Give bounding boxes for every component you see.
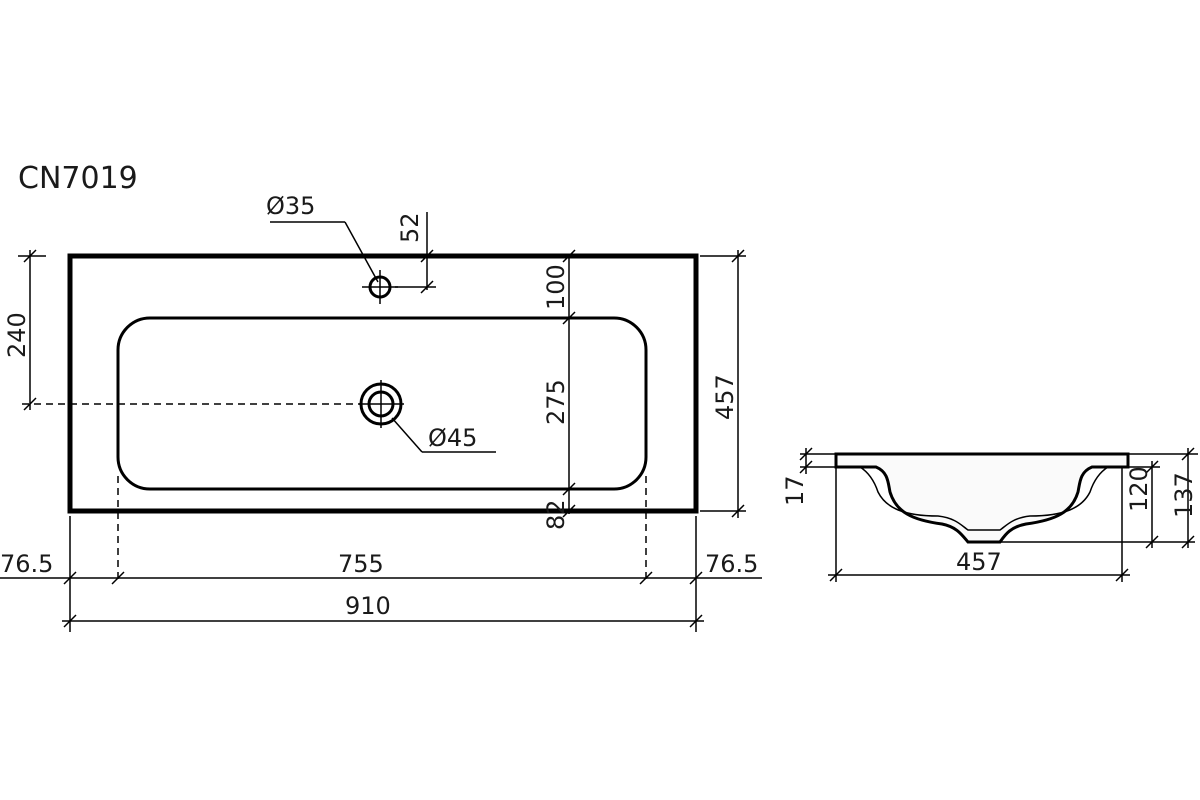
tap-hole-symbol <box>362 270 398 304</box>
dim-total-depth: 457 <box>711 374 739 420</box>
dim-total-height: 137 <box>1170 472 1198 518</box>
model-title: CN7019 <box>18 161 138 196</box>
drain-diameter-label: Ø45 <box>428 424 477 452</box>
dim-total-width: 910 <box>345 592 391 620</box>
dim-top-margin: 100 <box>542 264 570 310</box>
dim-right-margin: 76.5 <box>705 550 758 578</box>
drain-symbol <box>359 380 404 428</box>
basin-outline <box>67 253 699 514</box>
dim-drain-offset: 240 <box>3 312 31 358</box>
tap-hole-diameter-label: Ø35 <box>266 192 315 220</box>
section-view: 17 120 137 457 <box>781 447 1198 582</box>
dim-bowl-length: 275 <box>542 379 570 425</box>
section-profile <box>834 452 1130 544</box>
dim-left-margin: 76.5 <box>0 550 53 578</box>
dim-section-width: 457 <box>956 548 1002 576</box>
dim-bowl-height: 120 <box>1125 466 1153 512</box>
dim-rim-thickness: 17 <box>781 475 809 506</box>
dim-bowl-width: 755 <box>338 550 384 578</box>
top-view: Ø35 Ø45 52 100 275 82 457 240 <box>0 192 762 632</box>
dim-bottom-margin: 82 <box>542 499 570 530</box>
dim-tap-from-edge: 52 <box>396 212 424 243</box>
